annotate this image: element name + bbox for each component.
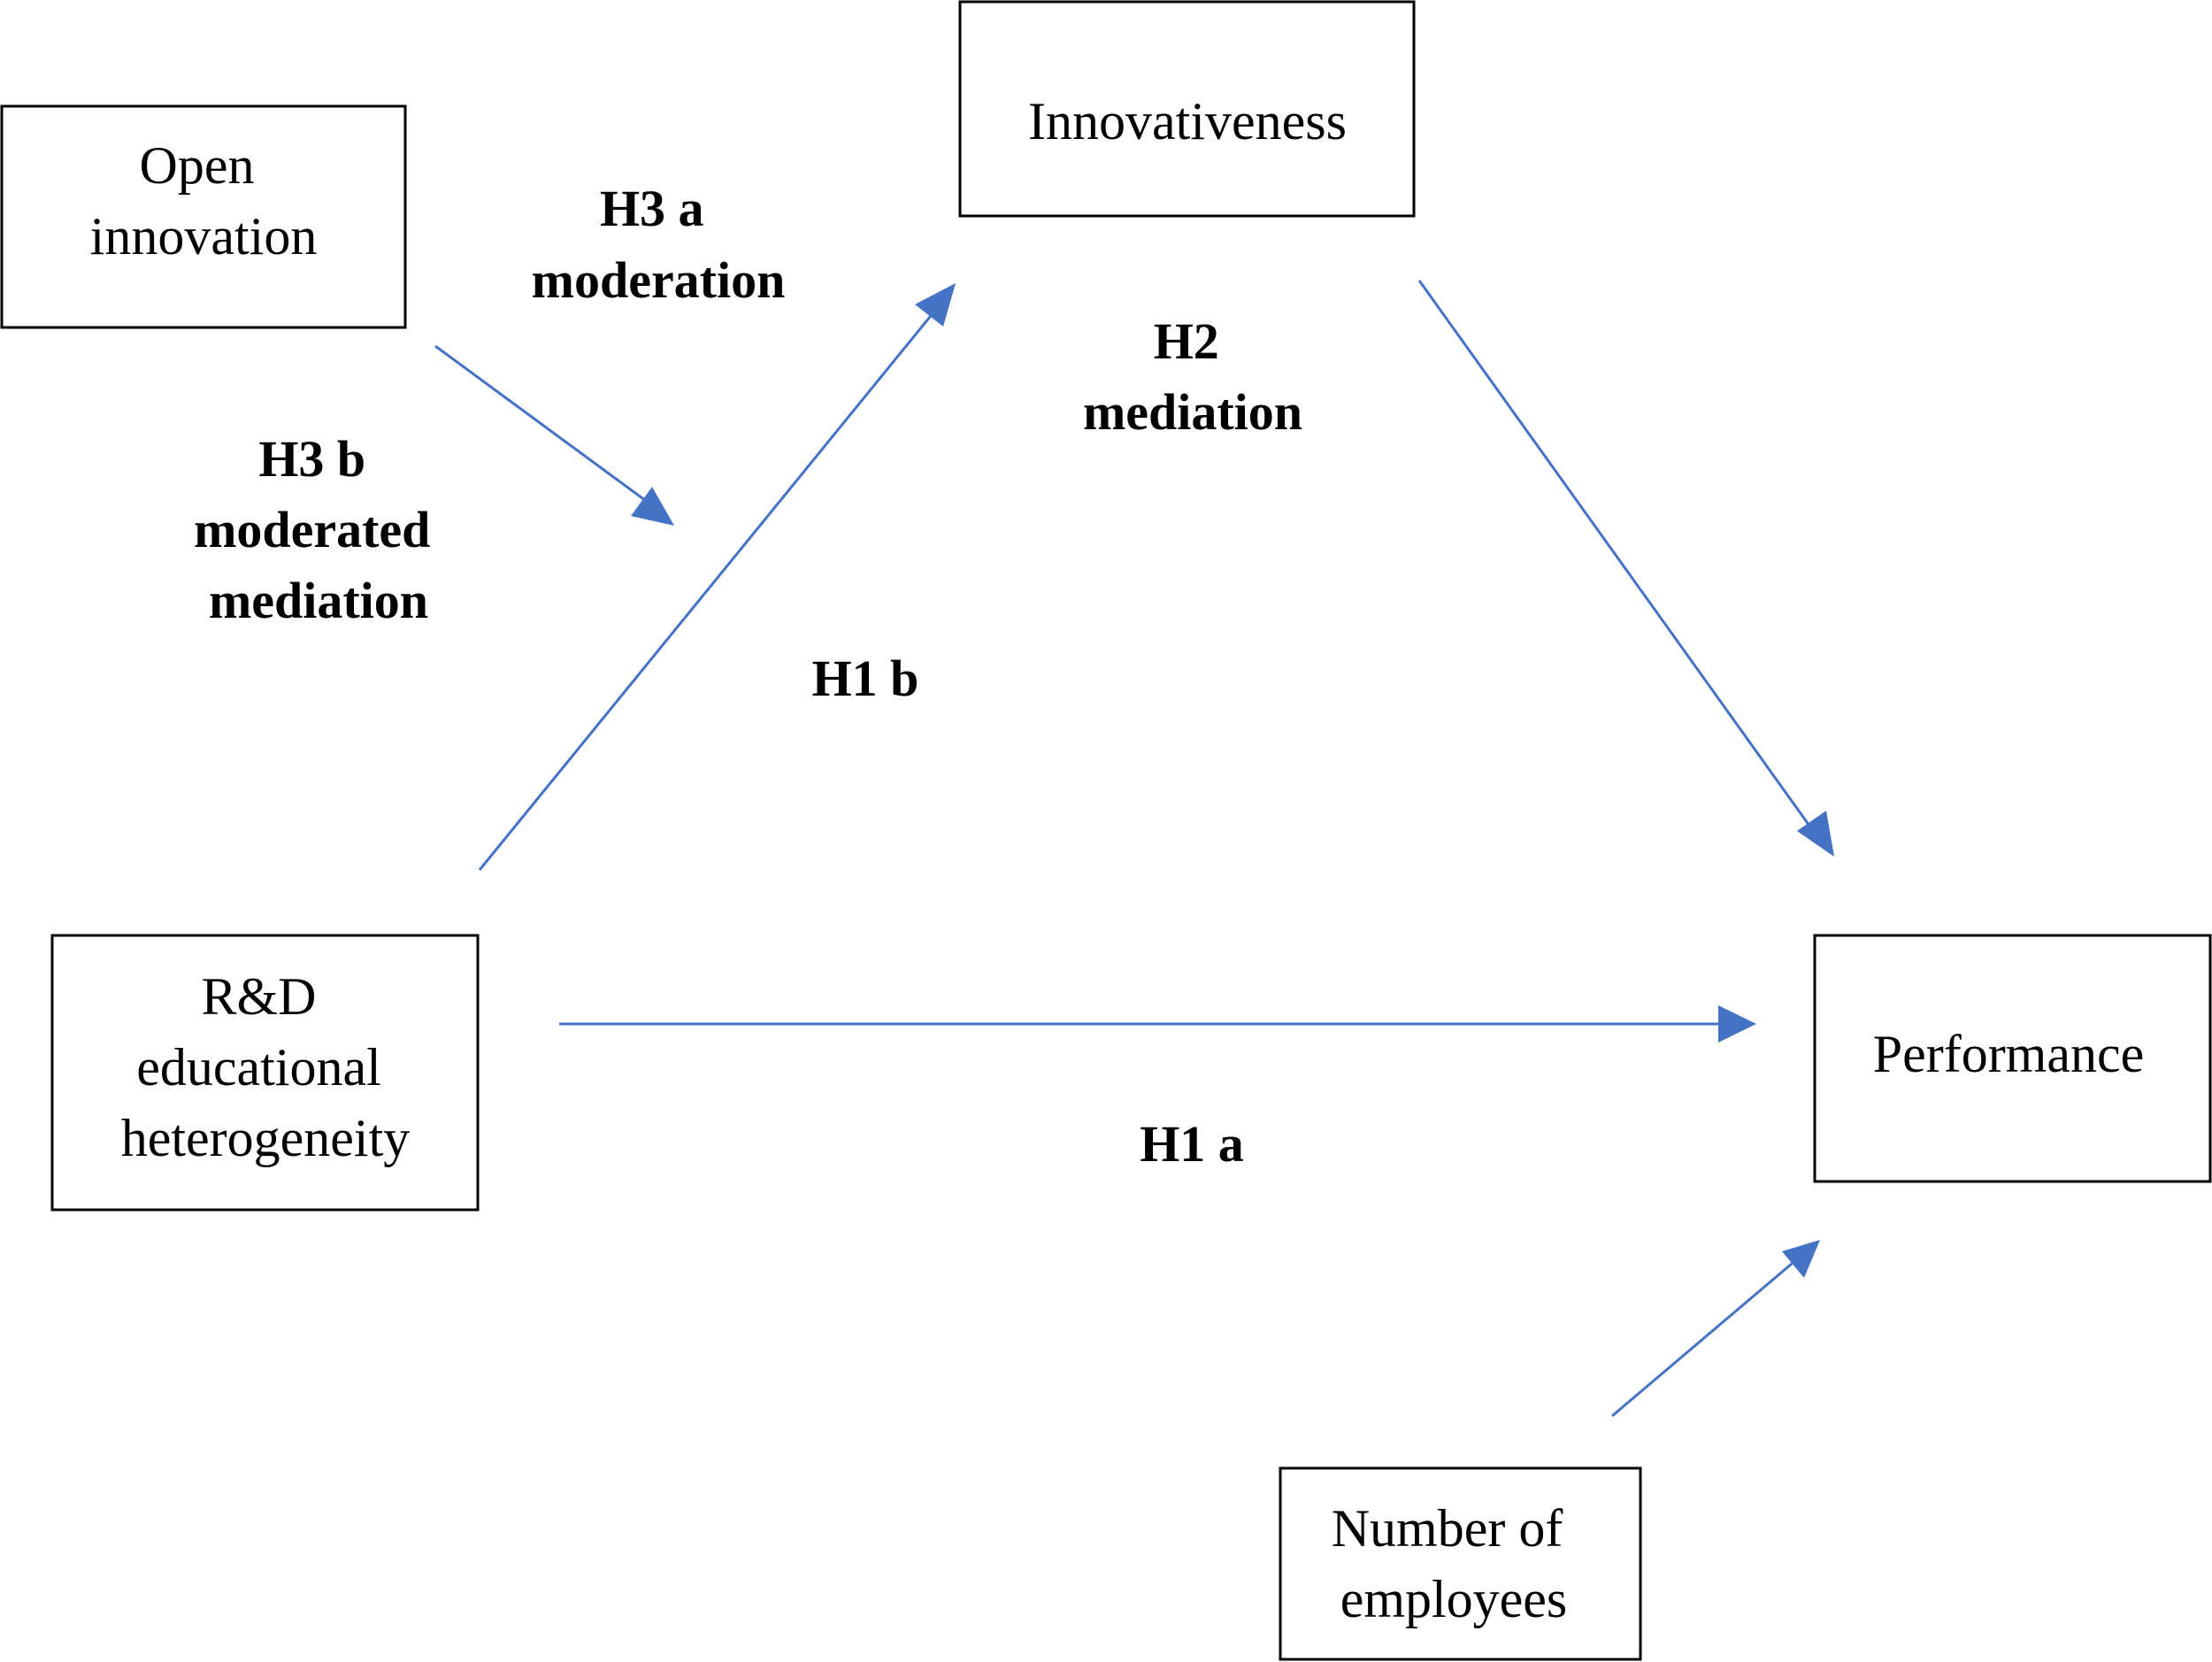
innovativeness-box: [958, 0, 1416, 218]
arrow-h1b: [478, 283, 956, 871]
arrow-employees-line: [1611, 1257, 1799, 1418]
label-h3b-line-3: mediation: [209, 572, 428, 629]
label-h1b: H1 b: [812, 650, 919, 707]
label-h3b-line-2: moderated: [194, 501, 430, 558]
label-h2-line-2: mediation: [1083, 383, 1302, 441]
label-h3a: H3 a moderation: [532, 180, 786, 309]
rd-heterogeneity-label-line-1: R&D: [201, 967, 316, 1026]
open-innovation-label-line-2: innovation: [90, 207, 318, 265]
arrow-h2-line: [1417, 280, 1816, 833]
arrow-h2-head: [1797, 811, 1834, 857]
arrow-h2: [1417, 280, 1834, 857]
label-h1a-line-1: H1 a: [1140, 1115, 1244, 1173]
arrow-h1a-head: [1718, 1005, 1756, 1043]
arrow-h1b-line: [478, 306, 940, 871]
arrow-h3-moderation-line: [434, 344, 657, 510]
label-h3b: H3 b moderated mediation: [194, 430, 443, 629]
performance-box: [1813, 934, 2212, 1183]
performance-label: Performance: [1873, 1025, 2145, 1083]
rd-heterogeneity-box: [50, 934, 480, 1212]
arrow-h1b-head: [915, 283, 956, 327]
node-rd-heterogeneity: R&D educational heterogeneity: [50, 934, 480, 1212]
open-innovation-label: Open innovation: [90, 136, 318, 265]
arrow-h1a: [559, 1005, 1756, 1043]
node-open-innovation: Open innovation: [0, 104, 407, 329]
label-h2-line-1: H2: [1154, 312, 1219, 370]
open-innovation-label-line-1: Open: [140, 136, 255, 195]
node-number-of-employees: Number of employees: [1279, 1466, 1642, 1661]
innovativeness-label-line-1: Innovativeness: [1028, 92, 1347, 150]
label-h1b-line-1: H1 b: [812, 650, 919, 707]
employees-label-line-1: Number of: [1332, 1499, 1563, 1558]
label-h3b-line-1: H3 b: [258, 430, 365, 488]
rd-heterogeneity-label-line-2: educational: [136, 1038, 381, 1096]
node-innovativeness: Innovativeness: [958, 0, 1416, 218]
arrow-employees-head: [1782, 1240, 1820, 1278]
label-h3a-line-2: moderation: [532, 251, 786, 309]
arrow-employees: [1611, 1240, 1820, 1418]
label-h2: H2 mediation: [1083, 312, 1302, 441]
open-innovation-box: [0, 104, 407, 329]
employees-label-line-2: employees: [1340, 1570, 1568, 1628]
label-h3a-line-1: H3 a: [600, 180, 704, 237]
employees-box: [1279, 1466, 1642, 1661]
node-performance: Performance: [1813, 934, 2212, 1183]
employees-label: Number of employees: [1332, 1499, 1577, 1628]
innovativeness-label: Innovativeness: [1028, 92, 1347, 150]
performance-label-line-1: Performance: [1873, 1025, 2145, 1083]
rd-heterogeneity-label: R&D educational heterogeneity: [121, 967, 411, 1167]
arrow-h3-moderation: [434, 344, 674, 526]
label-h1a: H1 a: [1140, 1115, 1244, 1173]
rd-heterogeneity-label-line-3: heterogeneity: [121, 1109, 411, 1167]
arrow-h3-moderation-head: [631, 487, 674, 526]
